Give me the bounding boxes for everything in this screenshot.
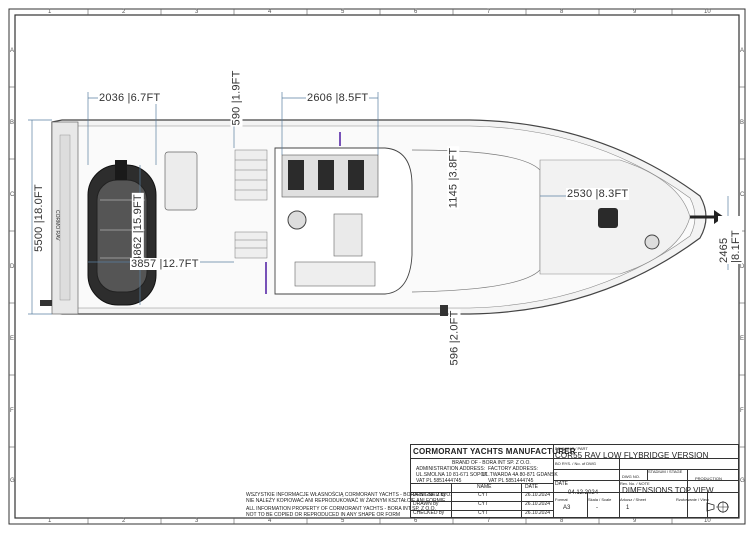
brand-line: BRAND OF - BORA INT SP. Z O.O. bbox=[452, 460, 531, 466]
projection-label: Rzutowanie / View bbox=[676, 497, 709, 502]
grid-row-label: A bbox=[10, 48, 15, 54]
grid-row-label: C bbox=[740, 192, 745, 198]
grid-col-label: 3 bbox=[195, 518, 199, 524]
grid-col-label: 4 bbox=[268, 518, 272, 524]
grid-row-label: C bbox=[10, 192, 15, 198]
grid-row-label: G bbox=[10, 478, 15, 484]
grid-row-label: A bbox=[740, 48, 745, 54]
notice-polish-line1: WSZYSTKIE INFORMACJE WŁASNOŚCIĄ CORMORAN… bbox=[246, 492, 452, 498]
grid-col-label: 10 bbox=[704, 518, 711, 524]
dim-beam: 5500 |18.0FT bbox=[32, 183, 45, 253]
dim-flybridge-width: 1145 |3.8FT bbox=[447, 146, 460, 210]
grid-row-label: G bbox=[740, 478, 745, 484]
grid-row-label: E bbox=[740, 336, 745, 342]
dim-deck-offset: 590 |1.9FT bbox=[230, 69, 243, 127]
notice-english-line2: NOT TO BE COPIED OR REPRODUCED IN ANY SH… bbox=[246, 512, 401, 518]
factory-address-label: FACTORY ADDRESS: bbox=[488, 466, 539, 472]
stage-label: STADIUM / STAGE bbox=[648, 469, 683, 474]
notice-polish-line2: NIE NALEŻY KOPIOWAĆ ANI REPRODUKOWAĆ W Ż… bbox=[246, 498, 446, 504]
tender bbox=[87, 160, 157, 306]
dim-salon-length: 2606 |8.5FT bbox=[306, 92, 370, 104]
grid-col-label: 8 bbox=[560, 518, 564, 524]
checked-by-name: CYT bbox=[478, 510, 488, 516]
dim-side-deck: 596 |2.0FT bbox=[448, 309, 461, 367]
factory-vat: VAT PL 5851444745 bbox=[488, 478, 534, 484]
drawing-number-label: BO RYS. / No. of DWG bbox=[555, 461, 597, 466]
sheet-title: DIMENSIONS TOP VIEW bbox=[622, 486, 714, 495]
date-column-header: DATE bbox=[525, 484, 538, 490]
scale-label: Skala / Scale bbox=[588, 497, 612, 502]
sheet-label: Arkusz / Sheet bbox=[620, 497, 647, 502]
drawn-by-date: 26.10.2024 bbox=[525, 501, 551, 507]
format-value: A3 bbox=[563, 505, 571, 511]
grid-col-label: 2 bbox=[122, 9, 126, 15]
notice-english-line1: ALL INFORMATION PROPERTY OF CORMORANT YA… bbox=[246, 506, 436, 512]
grid-col-label: 3 bbox=[195, 9, 199, 15]
grid-col-label: 2 bbox=[122, 518, 126, 524]
drawing-part-label: DRAWING / PART bbox=[555, 446, 588, 451]
grid-col-label: 5 bbox=[341, 9, 345, 15]
grid-col-label: 9 bbox=[633, 518, 637, 524]
scale-value: - bbox=[596, 505, 598, 511]
grid-col-label: 7 bbox=[487, 518, 491, 524]
title-block bbox=[410, 444, 739, 518]
dwg-no-label: DWG NO. bbox=[622, 474, 640, 479]
grid-row-label: E bbox=[10, 336, 15, 342]
dim-tender-length: 2036 |6.7FT bbox=[98, 92, 162, 104]
sheet-value: 1 bbox=[626, 505, 630, 511]
grid-row-label: F bbox=[10, 408, 14, 414]
admin-address-label: ADMINISTRATION ADDRESS: bbox=[416, 466, 486, 472]
dim-fore-deck: 2530 |8.3FT bbox=[566, 188, 630, 200]
grid-col-label: 6 bbox=[414, 9, 418, 15]
grid-col-label: 4 bbox=[268, 9, 272, 15]
drawing-title: COR55 RAV LOW FLYBRIDGE VERSION bbox=[555, 451, 709, 460]
grid-col-label: 9 bbox=[633, 9, 637, 15]
designed-by-name: CYT bbox=[478, 492, 488, 498]
grid-col-label: 6 bbox=[414, 518, 418, 524]
grid-row-label: B bbox=[740, 120, 745, 126]
dim-aft-area: 3857 |12.7FT bbox=[130, 258, 200, 270]
admin-vat: VAT PL 5851444745 bbox=[416, 478, 462, 484]
boat-hull-label: CORMO RAV bbox=[54, 210, 60, 241]
drawn-by-name: CYT bbox=[478, 501, 488, 507]
grid-row-label: D bbox=[740, 264, 745, 270]
rev-note-label: Rev. No. / NOTE bbox=[620, 481, 650, 486]
grid-col-label: 1 bbox=[48, 518, 52, 524]
projection-symbol-icon bbox=[706, 501, 729, 513]
format-label: Format bbox=[555, 497, 568, 502]
factory-address: UL.TWARDA 4A 80-871 GDANSK bbox=[482, 472, 558, 478]
grid-col-label: 10 bbox=[704, 9, 711, 15]
designed-by-date: 26.10.2024 bbox=[525, 492, 551, 498]
checked-by-label: CHECKED by bbox=[413, 510, 445, 516]
designed-by-label: DESIGNED by bbox=[413, 492, 446, 498]
dim-tender-beam: 4862 |15.9FT bbox=[131, 193, 144, 263]
dim-bow-width: 2465 |8.1FT bbox=[718, 216, 742, 264]
drawn-by-label: DRAWN by bbox=[413, 501, 439, 507]
stage-value: PRODUCTION bbox=[695, 476, 722, 481]
checked-by-date: 26.10.2024 bbox=[525, 510, 551, 516]
company-name: CORMORANT YACHTS MANUFACTURER bbox=[413, 447, 576, 456]
date-label: DATE bbox=[555, 481, 568, 487]
grid-row-label: B bbox=[10, 120, 15, 126]
grid-row-label: D bbox=[10, 264, 15, 270]
date-value: 04.12.2024 bbox=[568, 490, 599, 496]
grid-col-label: 7 bbox=[487, 9, 491, 15]
grid-col-label: 1 bbox=[48, 9, 52, 15]
grid-col-label: 5 bbox=[341, 518, 345, 524]
name-column-header: NAME bbox=[477, 484, 492, 490]
grid-row-label: F bbox=[740, 408, 744, 414]
admin-address: UL.SMOLNA 10 81-671 SOPOT bbox=[416, 472, 488, 478]
grid-col-label: 8 bbox=[560, 9, 564, 15]
